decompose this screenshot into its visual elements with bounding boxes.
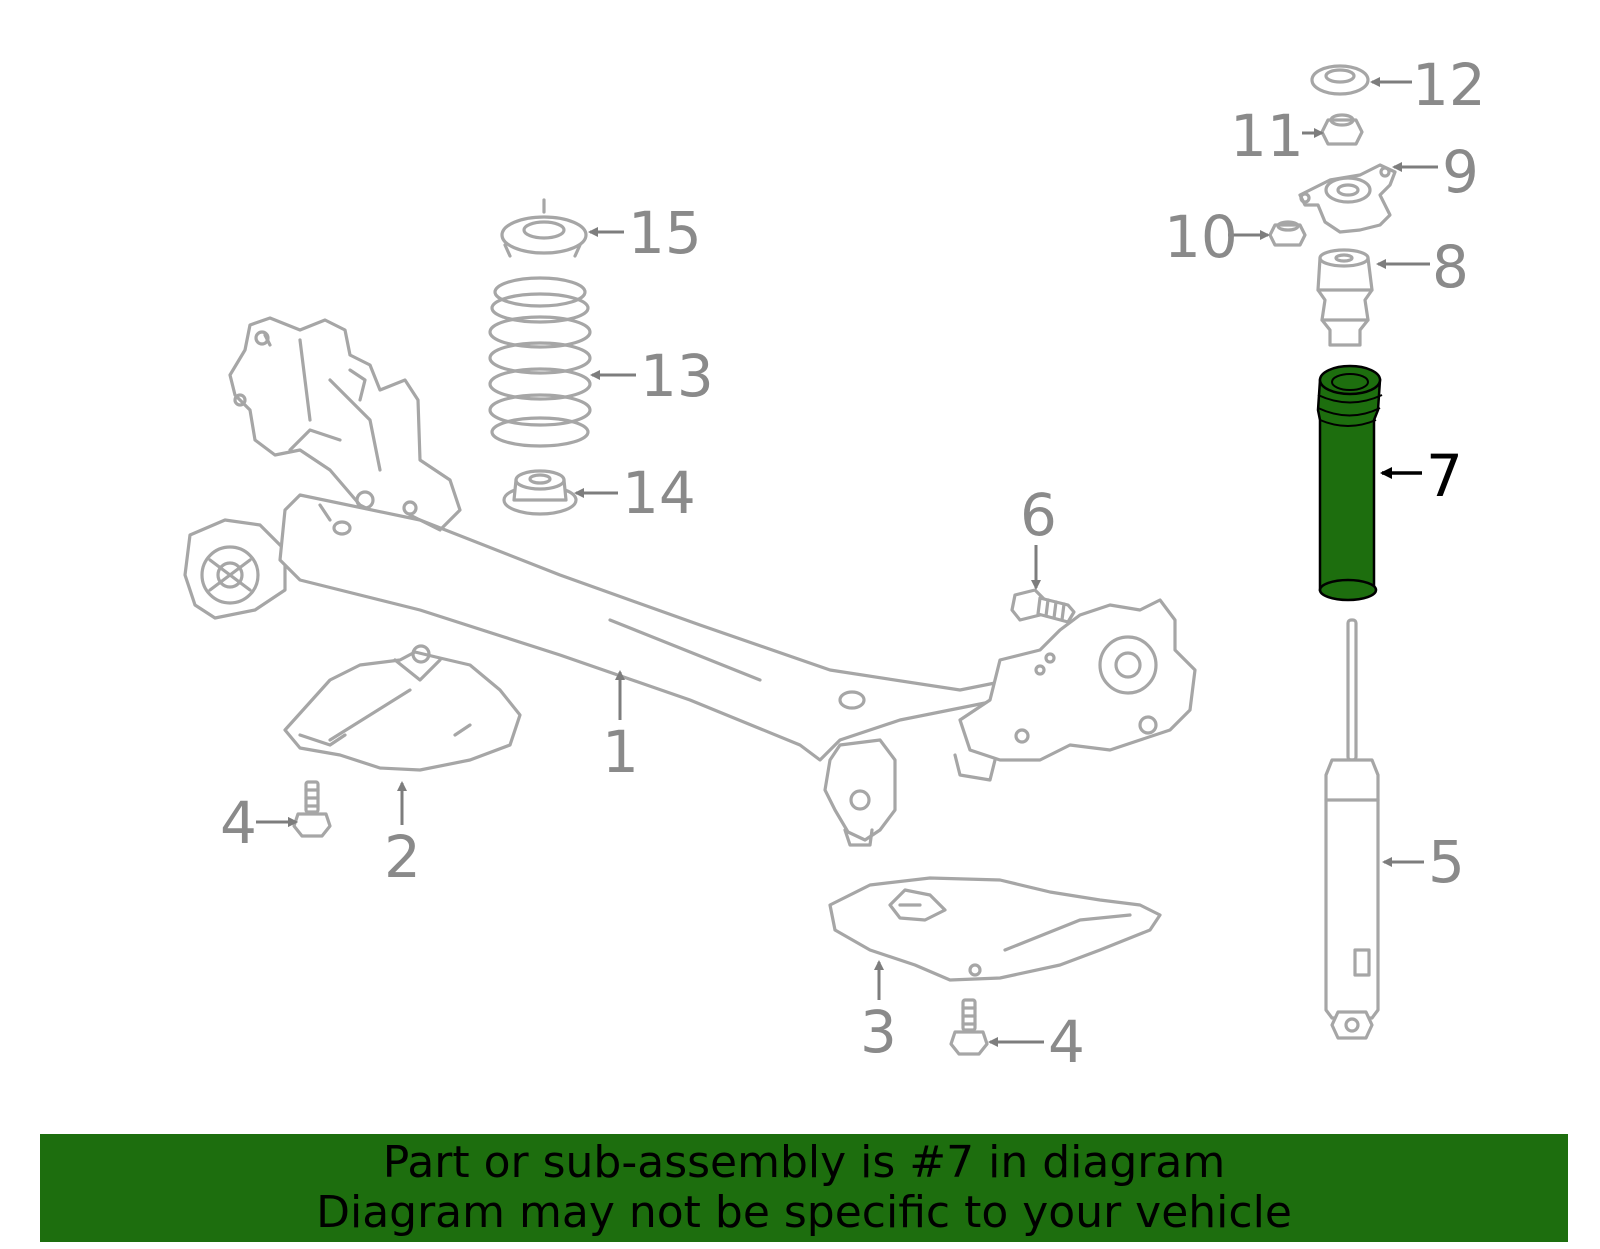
callout-labels: 1 2 3 4 4 5 6 7 8 9 10 11 12 13 14 15 (220, 51, 1486, 1076)
right-under-cover (828, 876, 1162, 982)
callout-15: 15 (628, 199, 702, 267)
leader-lines (256, 77, 1438, 1047)
nut-11 (1320, 113, 1364, 146)
dust-boot-part-7 (1316, 364, 1383, 602)
shock-absorber (1324, 618, 1380, 1040)
bolt-6 (1010, 588, 1076, 624)
callout-10: 10 (1164, 203, 1238, 271)
left-under-cover (283, 644, 522, 772)
callout-11: 11 (1230, 102, 1304, 170)
callout-12: 12 (1412, 51, 1486, 119)
bolt-left (292, 780, 332, 838)
callout-9: 9 (1442, 138, 1479, 206)
callout-7: 7 (1426, 442, 1463, 510)
nut-10 (1268, 220, 1307, 247)
coil-spring (488, 276, 592, 448)
lower-spring-seat (502, 469, 578, 516)
callout-6: 6 (1020, 481, 1057, 549)
bolt-right (949, 998, 989, 1056)
upper-spring-seat (500, 198, 588, 258)
bump-stop (1316, 248, 1374, 347)
callout-4-right: 4 (1048, 1008, 1085, 1076)
upper-mount (1298, 163, 1397, 234)
callout-5: 5 (1428, 828, 1465, 896)
callout-1: 1 (602, 718, 639, 786)
callout-14: 14 (622, 459, 696, 527)
banner-line-2: Diagram may not be specific to your vehi… (316, 1187, 1292, 1238)
callout-3: 3 (860, 998, 897, 1066)
washer-12 (1310, 64, 1370, 96)
callout-2: 2 (384, 823, 421, 891)
callout-13: 13 (640, 342, 714, 410)
info-banner: Part or sub-assembly is #7 in diagram Di… (40, 1134, 1568, 1242)
banner-line-1: Part or sub-assembly is #7 in diagram (382, 1137, 1226, 1188)
rear-axle-beam (183, 316, 1197, 847)
callout-4-left: 4 (220, 789, 257, 857)
callout-8: 8 (1432, 233, 1469, 301)
